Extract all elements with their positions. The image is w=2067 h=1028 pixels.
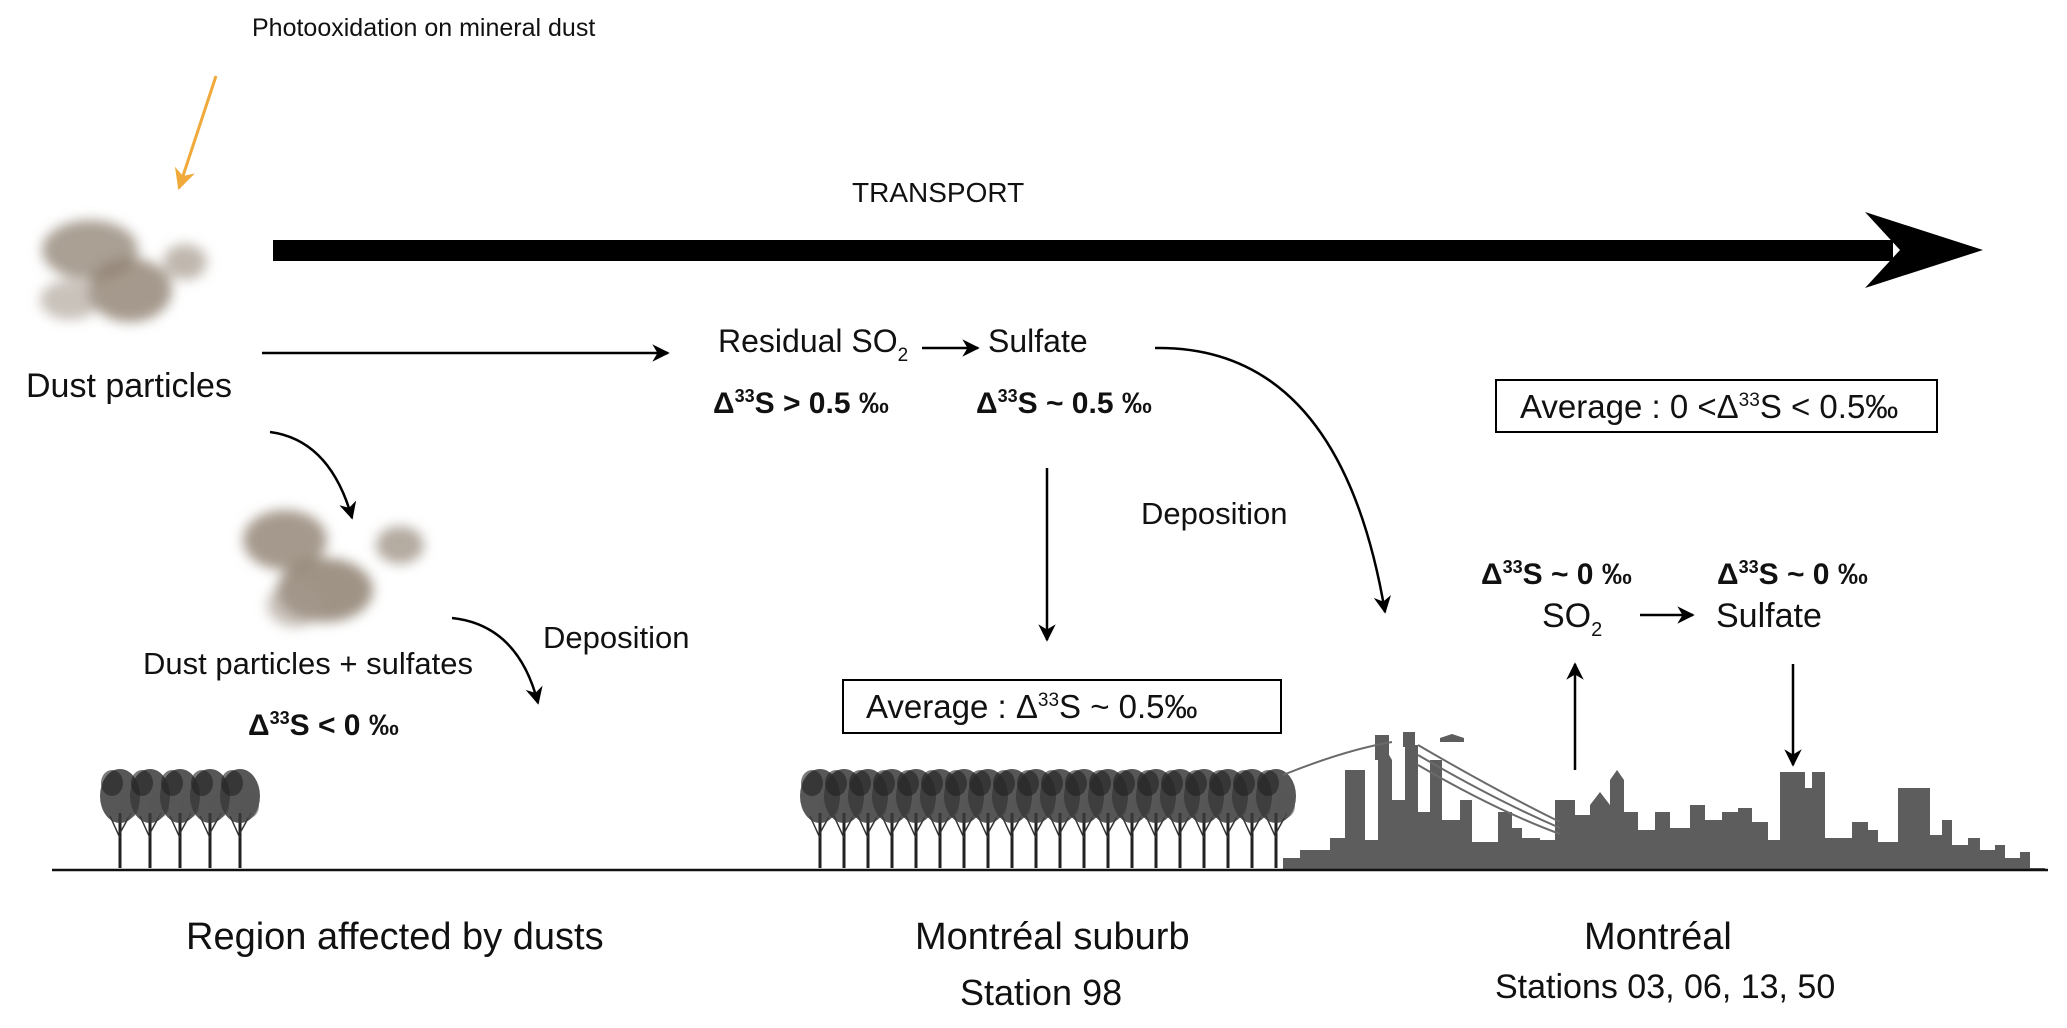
- dust-region-label: Region affected by dusts: [186, 916, 604, 958]
- deposition-left-arrow: [451, 616, 543, 705]
- deposition-mid-label: Deposition: [1141, 496, 1287, 531]
- sulfate-mid-label: Sulfate: [988, 323, 1088, 359]
- dust-cloud-icon: [40, 220, 207, 322]
- city-label: Montréal: [1584, 916, 1732, 958]
- average-city-text: Average : 0 <Δ33S < 0.5‰: [1520, 388, 1898, 425]
- dust-delta-value: Δ33S < 0 ‰: [248, 708, 399, 742]
- city-stations-label: Stations 03, 06, 13, 50: [1495, 968, 1835, 1006]
- dust-particles-label: Dust particles: [26, 367, 232, 405]
- trees-dust-region-icon: [98, 767, 262, 870]
- trees-suburb-icon: [798, 767, 1298, 870]
- dust-sulfates-label: Dust particles + sulfates: [143, 646, 473, 681]
- city-so2-delta-value: Δ33S ~ 0 ‰: [1481, 557, 1632, 591]
- transport-label: TRANSPORT: [852, 177, 1024, 208]
- sulfate-delta-value: Δ33S ~ 0.5 ‰: [976, 386, 1152, 420]
- city-sulfate-delta-value: Δ33S ~ 0 ‰: [1717, 557, 1868, 591]
- dust-sulfate-cloud-icon: [243, 510, 424, 627]
- deposition-left-label: Deposition: [543, 620, 689, 655]
- residual-so2-label: Residual SO2: [718, 323, 908, 366]
- city-so2-label: SO2: [1542, 597, 1602, 641]
- transport-arrow: [273, 212, 1983, 288]
- suburb-station-label: Station 98: [960, 972, 1122, 1013]
- average-city-box: [1495, 379, 1938, 433]
- city-skyline-icon: [1283, 732, 2045, 870]
- average-suburb-text: Average : Δ33S ~ 0.5‰: [866, 688, 1198, 725]
- photooxidation-note: Photooxidation on mineral dust: [252, 14, 595, 42]
- city-sulfate-label: Sulfate: [1716, 597, 1822, 635]
- residual-delta-value: Δ33S > 0.5 ‰: [713, 386, 889, 420]
- deposition-city-arrow: [1154, 346, 1392, 614]
- sunlight-arrow: [174, 75, 218, 190]
- average-suburb-box: [842, 679, 1282, 734]
- bridge-cables-icon: [1282, 741, 1561, 835]
- suburb-label: Montréal suburb: [915, 916, 1190, 958]
- dust-down-arrow: [269, 430, 357, 520]
